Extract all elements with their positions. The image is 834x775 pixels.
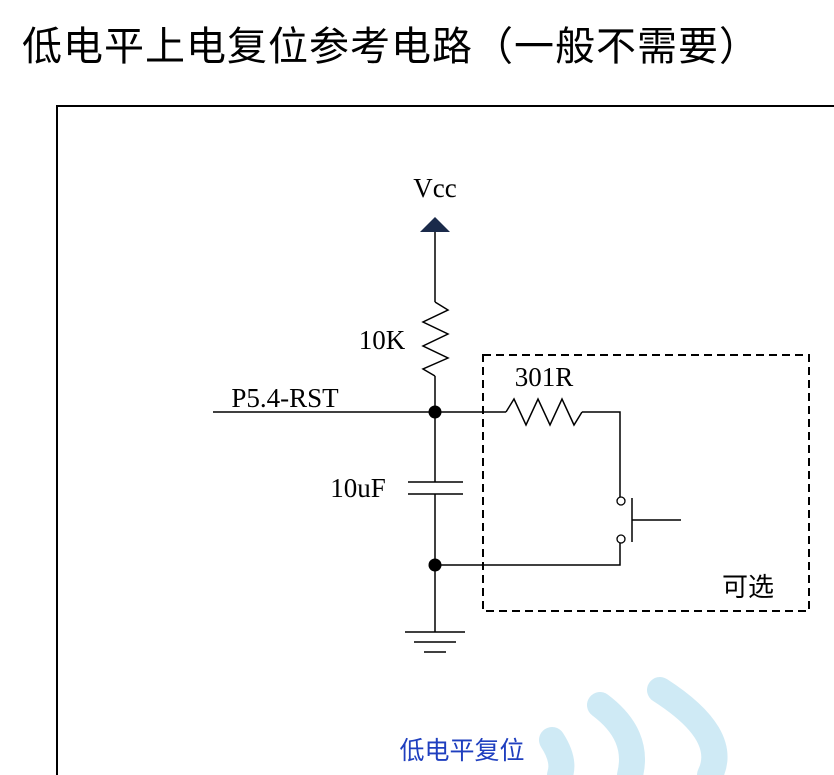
page-title: 低电平上电复位参考电路（一般不需要） xyxy=(22,24,760,70)
pin-label: P5.4-RST xyxy=(231,383,339,413)
wire-switch-to-bottom-node xyxy=(435,543,621,566)
watermark-logo xyxy=(539,677,728,775)
diagram-caption: 低电平复位 xyxy=(399,736,524,765)
resistor-301r xyxy=(505,397,583,427)
optional-label: 可选 xyxy=(722,573,774,603)
junction-node-bottom xyxy=(428,558,442,572)
vcc-arrow-icon xyxy=(420,217,450,232)
watermark-stroke-outer xyxy=(647,677,728,775)
watermark-stroke-left xyxy=(539,727,575,775)
vcc-label: Vcc xyxy=(413,173,456,203)
ground-icon xyxy=(405,631,465,653)
optional-section-box xyxy=(482,354,810,612)
capacitor-label: 10uF xyxy=(330,473,386,503)
switch-contact-top xyxy=(616,496,626,506)
diagram-frame xyxy=(56,105,834,775)
wire-series-resistor-to-switch xyxy=(582,411,621,497)
resistor-301r-label: 301R xyxy=(515,362,574,392)
watermark-stroke-inner xyxy=(587,692,645,775)
resistor-10k xyxy=(421,301,450,377)
switch-contact-bottom xyxy=(616,534,626,544)
resistor-10k-label: 10K xyxy=(359,325,406,355)
